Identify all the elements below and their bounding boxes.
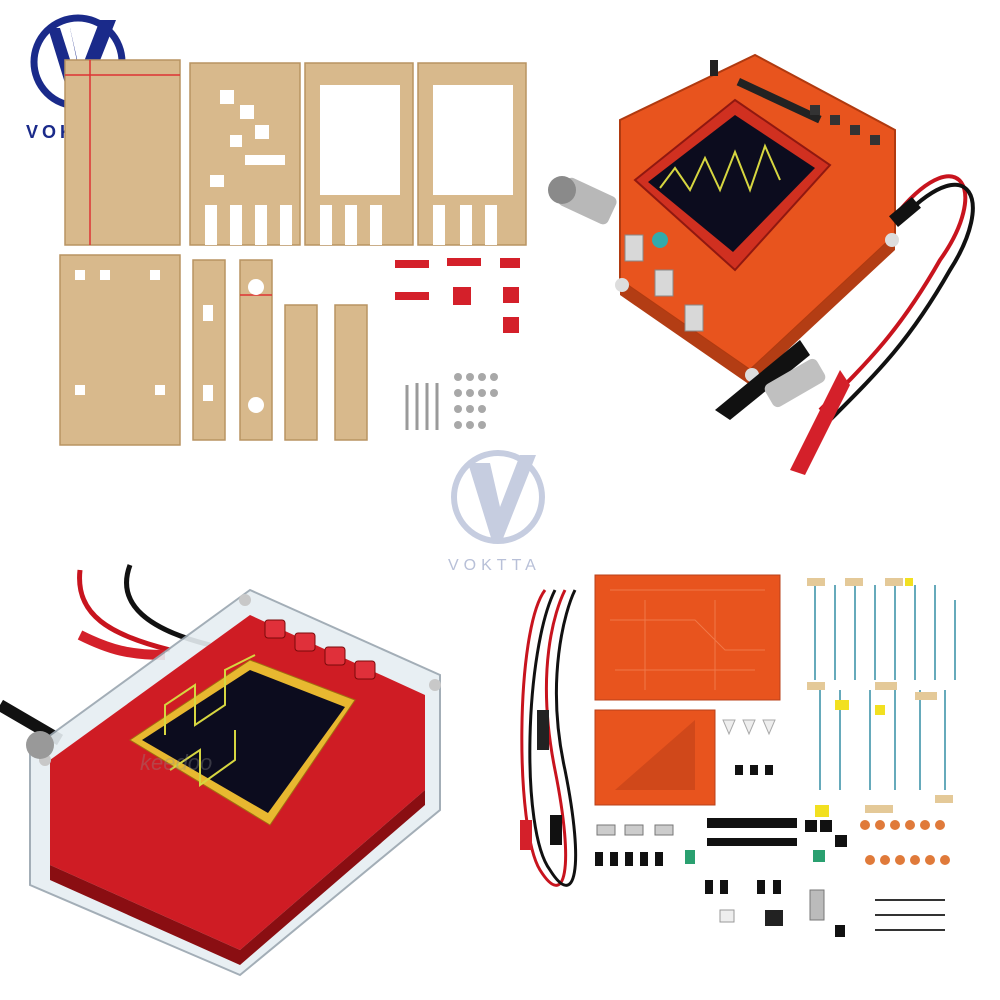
red-connector xyxy=(395,292,429,300)
acrylic-plate xyxy=(64,59,181,246)
black-alligator-clip xyxy=(715,340,810,420)
acrylic-side-strip xyxy=(334,304,368,441)
red-alligator-clip xyxy=(790,370,850,475)
assembled-case-photo: keedoo xyxy=(0,555,470,995)
oscilloscope-board-photo xyxy=(540,40,990,490)
watermark-text: VOKTTA xyxy=(448,557,541,574)
acrylic-case-kit-photo xyxy=(55,55,535,455)
lcd-screen xyxy=(142,670,345,813)
component-kit-photo xyxy=(495,570,990,990)
v-watermark-icon xyxy=(451,450,545,544)
shop-watermark: keedoo xyxy=(140,750,213,775)
center-watermark: VOKTTA xyxy=(440,445,570,585)
red-connector xyxy=(447,258,481,266)
bnc-connector xyxy=(548,176,617,225)
bnc-plug xyxy=(764,358,826,408)
red-connector xyxy=(453,287,471,305)
acrylic-side-strip xyxy=(192,259,226,441)
red-connector xyxy=(395,260,429,268)
red-connector xyxy=(503,287,519,303)
red-connector xyxy=(503,317,519,333)
lcd-screen xyxy=(648,115,815,252)
acrylic-plate xyxy=(59,254,181,446)
waveform-trace xyxy=(659,143,781,193)
bare-pcb-main xyxy=(594,574,781,701)
acrylic-side-strip xyxy=(284,304,318,441)
waveform-trace xyxy=(164,654,256,735)
red-connector xyxy=(500,258,520,268)
